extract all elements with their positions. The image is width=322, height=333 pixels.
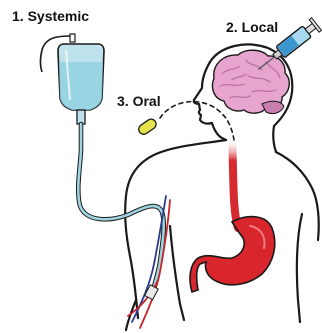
- neck-back: [276, 152, 319, 240]
- shoulder-front: [125, 140, 226, 318]
- iv-bag-icon: [41, 34, 105, 124]
- torso-right: [297, 214, 302, 322]
- iv-tubing: [78, 124, 163, 294]
- label-oral: 3. Oral: [117, 93, 161, 109]
- esophagus: [232, 138, 238, 228]
- cerebellum: [262, 101, 284, 113]
- label-systemic: 1. Systemic: [12, 8, 89, 24]
- stomach-body: [190, 217, 275, 292]
- label-local: 2. Local: [226, 19, 278, 35]
- iv-hanger-tab: [70, 34, 75, 42]
- stomach-icon: [190, 217, 275, 292]
- pill-icon: [137, 117, 158, 136]
- iv-tubing-fill: [78, 124, 163, 294]
- arm-inner: [170, 226, 184, 320]
- iv-bag-fluid: [59, 62, 103, 110]
- oral-route-arrow: [160, 102, 234, 140]
- brain-icon: [212, 50, 289, 113]
